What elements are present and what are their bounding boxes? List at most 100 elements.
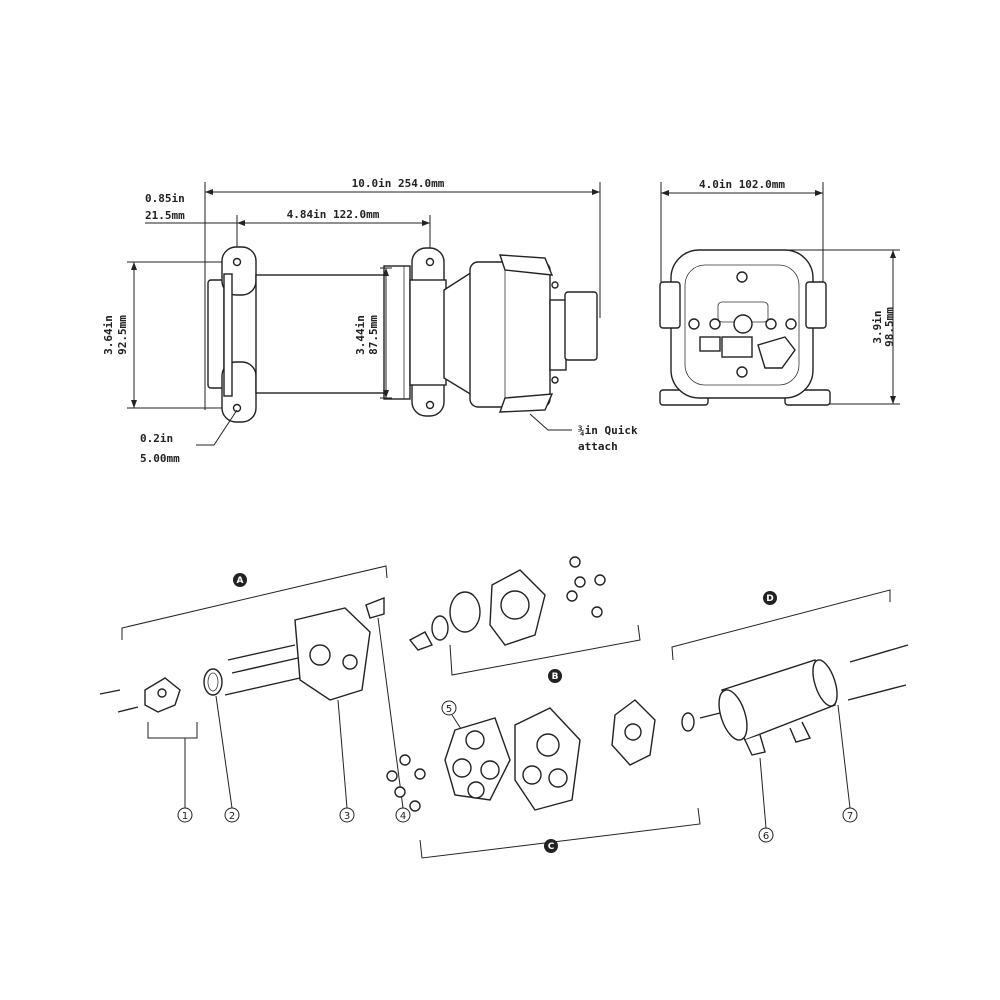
group-b-bracket <box>449 624 641 676</box>
end-cap <box>207 279 225 389</box>
fitting-port <box>624 723 642 741</box>
terminal-block <box>721 336 753 358</box>
body-height-in-label: 3.44in <box>354 315 367 355</box>
motor-foot <box>789 721 812 743</box>
group-c-label: C <box>548 842 555 852</box>
mount-height-in-label: 3.64in <box>102 315 115 355</box>
pump-head <box>469 261 551 408</box>
hole-mm-label: 5.00mm <box>140 452 180 465</box>
screw <box>709 318 721 330</box>
part-5-callout <box>441 700 457 716</box>
screw <box>765 318 777 330</box>
valve <box>386 770 398 782</box>
valve <box>409 800 421 812</box>
screw <box>551 281 559 289</box>
height-in-label: 3.9in <box>871 310 884 343</box>
hole-leader <box>196 409 238 446</box>
group-d-label: D <box>766 594 773 604</box>
mount-hole <box>232 403 242 413</box>
part-4-callout <box>395 807 411 823</box>
valve-seat <box>480 760 500 780</box>
overall-length-label: 10.0in 254.0mm <box>352 177 445 190</box>
cam-hole <box>157 688 167 698</box>
screw <box>99 689 121 695</box>
part-6-label: 6 <box>763 831 769 842</box>
part-1-callout <box>177 807 193 823</box>
pressure-switch <box>564 291 598 361</box>
part-4-label: 4 <box>400 811 406 822</box>
part-2-label: 2 <box>229 811 235 822</box>
screw <box>736 366 748 378</box>
front-view: 4.0in 102.0mm 3.9in 98.5mm <box>659 178 900 406</box>
motor-end <box>812 659 838 707</box>
motor-flange <box>383 265 411 400</box>
port-label-line1: ¾in Quick <box>578 424 638 437</box>
group-a-bracket <box>121 565 388 640</box>
adapter <box>409 279 447 386</box>
valve-seat <box>465 730 485 750</box>
leader <box>337 699 348 809</box>
valve-seat <box>467 781 485 799</box>
offset-in-label: 0.85in <box>145 192 185 205</box>
valve <box>574 576 586 588</box>
clip <box>408 631 434 651</box>
motor-end <box>718 689 748 741</box>
part-7-label: 7 <box>847 811 853 822</box>
screw <box>736 271 748 283</box>
diaphragm <box>449 591 481 633</box>
terminal <box>699 336 721 352</box>
group-a-callout <box>233 573 247 587</box>
part-1-bracket <box>147 722 198 739</box>
side-view: 10.0in 254.0mm 0.85in 21.5mm 4.84in 122.… <box>102 177 638 465</box>
group-c-callout <box>544 839 558 853</box>
inner-outline <box>684 264 800 386</box>
part-7-callout <box>842 807 858 823</box>
diaphragm-ring <box>431 615 449 641</box>
part-3-label: 3 <box>344 811 350 822</box>
bracket-boss <box>342 654 358 670</box>
pump-cone <box>443 270 473 397</box>
valve <box>569 556 581 568</box>
leader <box>759 757 767 829</box>
body-height-mm-label: 87.5mm <box>367 315 380 355</box>
screw <box>785 318 797 330</box>
long-screw <box>231 657 299 674</box>
hole-in-label: 0.2in <box>140 432 173 445</box>
o-ring <box>203 668 223 696</box>
valve <box>594 574 606 586</box>
chamber-port <box>522 765 542 785</box>
offset-mm-label: 21.5mm <box>145 209 185 222</box>
long-screw <box>227 644 296 661</box>
valve <box>394 786 406 798</box>
screw <box>688 318 700 330</box>
coupler <box>681 712 695 732</box>
exploded-view: A 1 2 3 4 <box>99 556 909 859</box>
clip <box>365 596 385 619</box>
part-3-callout <box>339 807 355 823</box>
motor-bracket <box>294 607 371 701</box>
width-label: 4.0in 102.0mm <box>699 178 785 191</box>
port-top <box>499 254 554 276</box>
bracket-hole <box>309 644 331 666</box>
height-mm-label: 98.5mm <box>883 307 896 347</box>
leader <box>837 704 851 809</box>
part-6-callout <box>758 827 774 843</box>
part-1-label: 1 <box>182 811 188 822</box>
mount-height-mm-label: 92.5mm <box>116 315 129 355</box>
screw <box>551 376 559 384</box>
long-screw <box>847 684 907 701</box>
group-a-label: A <box>237 576 244 586</box>
long-screw <box>224 677 301 696</box>
shaft-boss <box>733 314 753 334</box>
motor-foot <box>744 734 766 756</box>
chamber-port <box>548 768 568 788</box>
port-leader <box>529 413 572 431</box>
valve <box>399 754 411 766</box>
end-plate <box>223 273 233 397</box>
switch-plate <box>757 336 796 369</box>
group-b-callout <box>548 669 562 683</box>
group-d-bracket <box>671 589 891 661</box>
valve-seat <box>452 758 472 778</box>
long-screw <box>849 644 909 663</box>
